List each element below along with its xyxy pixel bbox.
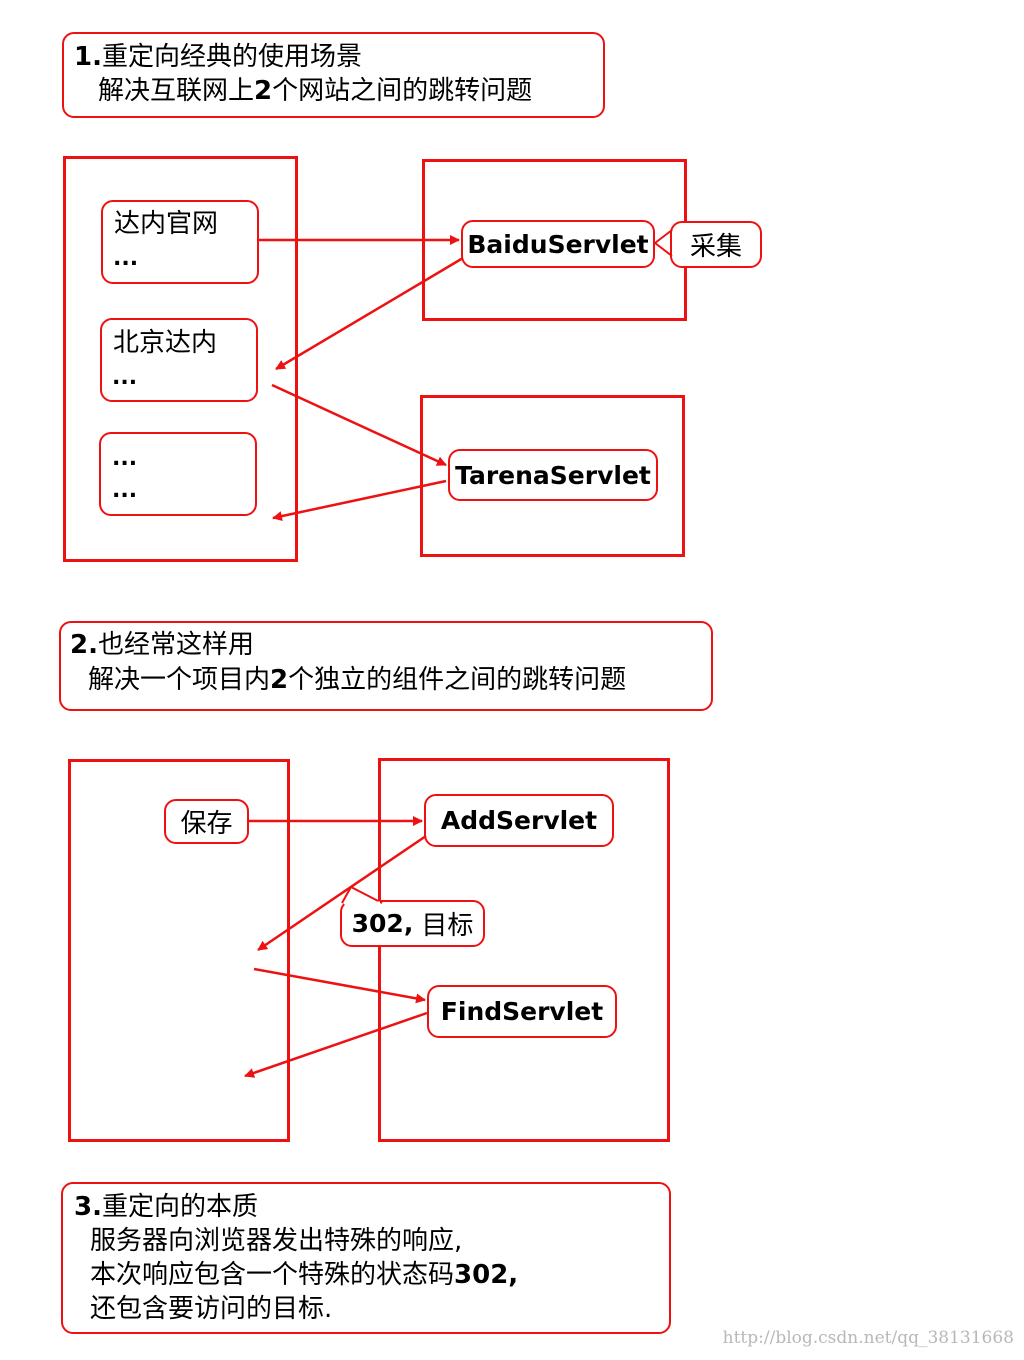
page-card-other-dots-1: ...: [112, 446, 138, 471]
section3-line2: 本次响应包含一个特殊的状态码302,: [90, 1260, 519, 1290]
baidu-servlet-node: BaiduServlet: [461, 220, 655, 268]
redirect-302-callout: 302,目标: [340, 900, 485, 947]
section2-title: 2.也经常这样用: [70, 628, 254, 662]
page-card-beijing-tedu: [100, 318, 258, 402]
section3-box: [61, 1182, 671, 1334]
section1-title: 1.重定向经典的使用场景: [74, 40, 362, 74]
server-frame-project: [378, 758, 670, 1142]
page-card-tedu-site-dots: ...: [113, 246, 139, 271]
arrow-baidu-to-beijing: [275, 256, 464, 371]
section1-number: 1.: [74, 42, 102, 72]
section2-number: 2.: [70, 630, 98, 660]
find-servlet-node: FindServlet: [427, 985, 617, 1038]
save-button: 保存: [164, 799, 249, 844]
arrow-browser-to-find: [253, 967, 426, 1004]
page-card-other: [99, 432, 257, 516]
arrow-beijing-to-tarena: [271, 383, 447, 467]
section2-desc: 解决一个项目内2个独立的组件之间的跳转问题: [88, 665, 627, 695]
callout-target: 目标: [421, 911, 474, 941]
section2-title-text: 也经常这样用: [97, 630, 254, 660]
server-frame-tarena: [420, 395, 685, 557]
arrow-find-to-browser: [244, 1011, 428, 1078]
arrow-add-to-browser: [257, 834, 427, 952]
watermark-url: http://blog.csdn.net/qq_38131668: [722, 1328, 1014, 1348]
redirect-callout-pointer: [341, 885, 383, 904]
page-card-tedu-site-title: 达内官网: [114, 209, 219, 239]
callout-302: 302,: [351, 909, 414, 938]
section3-line1: 服务器向浏览器发出特殊的响应,: [90, 1226, 463, 1256]
arrow-tarena-to-browser: [272, 479, 447, 522]
section3-title-text: 重定向的本质: [101, 1192, 258, 1222]
section2-box: [59, 621, 713, 711]
browser-frame-2: [68, 759, 290, 1142]
collect-label: 采集: [670, 221, 762, 268]
tarena-servlet-node: TarenaServlet: [448, 449, 658, 501]
section1-title-text: 重定向经典的使用场景: [101, 42, 362, 72]
section3-number: 3.: [74, 1192, 102, 1222]
section1-desc: 解决互联网上2个网站之间的跳转问题: [98, 76, 533, 106]
section3-title: 3.重定向的本质: [74, 1190, 258, 1224]
section1-box: [62, 32, 605, 118]
page-card-tedu-site: [101, 200, 259, 284]
browser-frame-1: [63, 156, 298, 562]
page-card-other-dots-2: ...: [112, 478, 138, 503]
add-servlet-node: AddServlet: [424, 794, 614, 847]
page-card-beijing-tedu-dots: ...: [112, 365, 138, 390]
page-card-beijing-tedu-title: 北京达内: [113, 328, 218, 358]
section3-line3: 还包含要访问的目标.: [90, 1294, 333, 1324]
collect-callout-pointer: [654, 229, 673, 244]
